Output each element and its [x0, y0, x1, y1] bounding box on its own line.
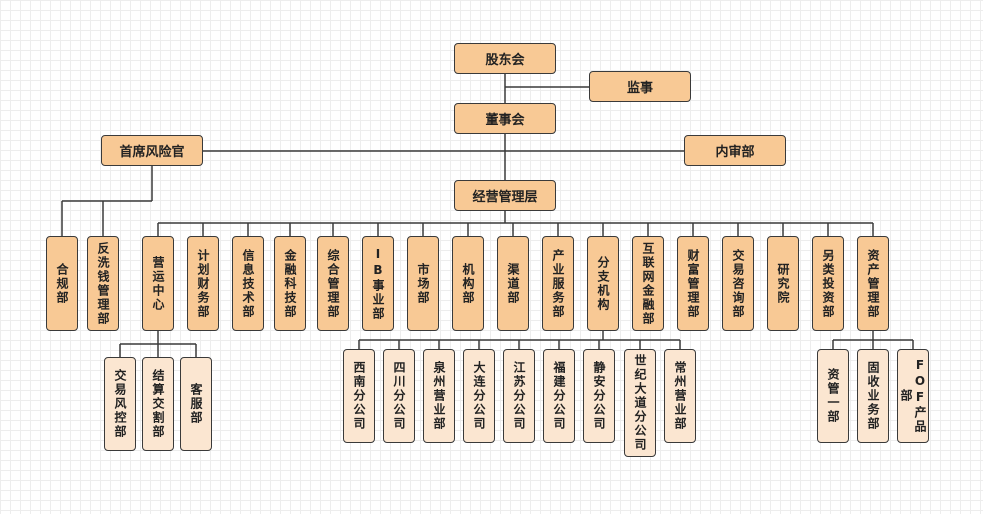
node-fixed-income[interactable]: 固收业务部 [857, 349, 889, 443]
node-ib[interactable]: IB事业部 [362, 236, 394, 331]
node-board[interactable]: 董事会 [454, 103, 556, 134]
node-jiangsu[interactable]: 江苏分公司 [503, 349, 535, 443]
node-industry[interactable]: 产业服务部 [542, 236, 574, 331]
node-wealth[interactable]: 财富管理部 [677, 236, 709, 331]
node-internet[interactable]: 互联网金融部 [632, 236, 664, 331]
node-channel[interactable]: 渠道部 [497, 236, 529, 331]
node-management[interactable]: 经营管理层 [454, 180, 556, 211]
node-fintech[interactable]: 金融科技部 [274, 236, 306, 331]
node-sichuan[interactable]: 四川分公司 [383, 349, 415, 443]
node-fujian[interactable]: 福建分公司 [543, 349, 575, 443]
node-supervisor[interactable]: 监事 [589, 71, 691, 102]
node-fof[interactable]: FOF产品部 [897, 349, 929, 443]
node-shareholders[interactable]: 股东会 [454, 43, 556, 74]
node-aml[interactable]: 反洗钱管理部 [87, 236, 119, 331]
node-century[interactable]: 世纪大道分公司 [624, 349, 656, 457]
node-finance[interactable]: 计划财务部 [187, 236, 219, 331]
node-asset-one[interactable]: 资管一部 [817, 349, 849, 443]
node-dalian[interactable]: 大连分公司 [463, 349, 495, 443]
node-consulting[interactable]: 交易咨询部 [722, 236, 754, 331]
node-changzhou[interactable]: 常州营业部 [664, 349, 696, 443]
node-operations[interactable]: 营运中心 [142, 236, 174, 331]
node-asset-mgmt[interactable]: 资产管理部 [857, 236, 889, 331]
node-alt-invest[interactable]: 另类投资部 [812, 236, 844, 331]
node-settlement[interactable]: 结算交割部 [142, 357, 174, 451]
node-admin[interactable]: 综合管理部 [317, 236, 349, 331]
node-market[interactable]: 市场部 [407, 236, 439, 331]
node-institution[interactable]: 机构部 [452, 236, 484, 331]
node-branches[interactable]: 分支机构 [587, 236, 619, 331]
node-jingan[interactable]: 静安分公司 [583, 349, 615, 443]
node-risk-control[interactable]: 交易风控部 [104, 357, 136, 451]
node-customer-service[interactable]: 客服部 [180, 357, 212, 451]
node-xinan[interactable]: 西南分公司 [343, 349, 375, 443]
node-audit[interactable]: 内审部 [684, 135, 786, 166]
node-it[interactable]: 信息技术部 [232, 236, 264, 331]
node-compliance[interactable]: 合规部 [46, 236, 78, 331]
node-cro[interactable]: 首席风险官 [101, 135, 203, 166]
node-quanzhou[interactable]: 泉州营业部 [423, 349, 455, 443]
node-research[interactable]: 研究院 [767, 236, 799, 331]
